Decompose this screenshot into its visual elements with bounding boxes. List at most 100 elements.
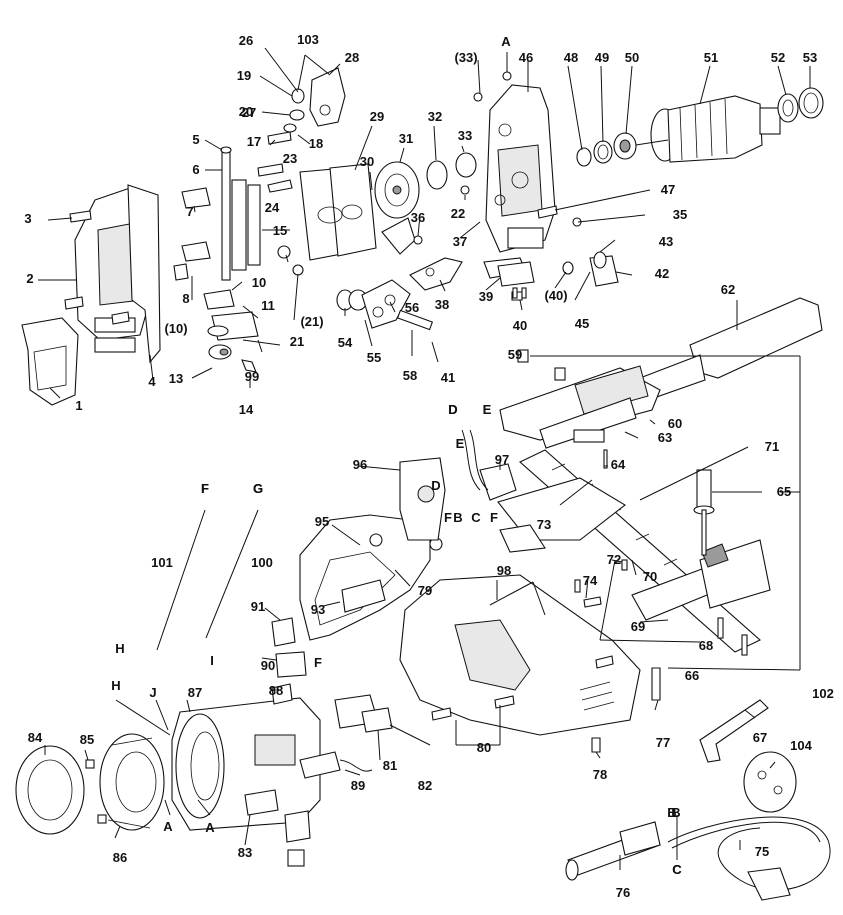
trigger-part-95 <box>399 457 517 541</box>
part-label: 2 <box>26 271 33 286</box>
screws-74-77-79 <box>431 655 661 753</box>
part-label: 18 <box>309 136 323 151</box>
part-label: C <box>672 862 682 877</box>
part-label: 96 <box>353 457 367 472</box>
part-label: A <box>205 820 215 835</box>
part-label: 48 <box>564 50 578 65</box>
part-label: 67 <box>753 730 767 745</box>
bearings-51-52 <box>777 87 824 123</box>
part-label: 53 <box>803 50 817 65</box>
part-label: 72 <box>607 552 621 567</box>
handle-part-91-93 <box>299 514 443 641</box>
part-label: 39 <box>479 289 493 304</box>
part-label: 32 <box>428 109 442 124</box>
part-label: 86 <box>113 850 127 865</box>
part-label: 15 <box>273 223 287 238</box>
part-label: 88 <box>269 683 283 698</box>
end-cap-part-83 <box>15 745 85 835</box>
part-label: B <box>453 510 462 525</box>
part-label: C <box>471 510 481 525</box>
brushes-84-87-89-90 <box>85 617 307 824</box>
part-label: 82 <box>418 778 432 793</box>
part-label: F <box>490 510 498 525</box>
part-label: I <box>210 653 214 668</box>
part-label: 73 <box>537 517 551 532</box>
part-label: 21 <box>290 334 304 349</box>
part-label: 90 <box>261 658 275 673</box>
spring-part-96-cable <box>461 429 489 491</box>
power-cord-part-75 <box>667 816 831 901</box>
part-label: 81 <box>383 758 397 773</box>
part-label: 52 <box>771 50 785 65</box>
part-label: 93 <box>311 602 325 617</box>
part-label: 89 <box>351 778 365 793</box>
part-label: D <box>448 402 457 417</box>
part-label: 98 <box>497 563 511 578</box>
part-label: D <box>448 402 457 417</box>
part-label: 5 <box>192 132 199 147</box>
part-label: 49 <box>595 50 609 65</box>
part-label: 41 <box>441 370 455 385</box>
part-label: E <box>483 402 492 417</box>
part-label: 77 <box>656 735 670 750</box>
part-label: 58 <box>403 368 417 383</box>
leader-lines <box>38 47 811 870</box>
part-label: 59 <box>508 347 522 362</box>
blade-holder-plates-28 <box>299 163 377 261</box>
part-label: 83 <box>238 845 252 860</box>
part-label: 24 <box>265 200 280 215</box>
part-label: 30 <box>360 154 374 169</box>
part-label: G <box>253 481 263 496</box>
part-label: 71 <box>765 439 779 454</box>
part-label: E <box>456 436 465 451</box>
guide-blocks-7-8 <box>173 187 259 373</box>
part-label: F <box>201 481 209 496</box>
part-label: 4 <box>148 374 156 389</box>
part-label: 23 <box>283 151 297 166</box>
part-label: 54 <box>338 335 353 350</box>
part-label: H <box>111 678 120 693</box>
part-label: 26 <box>239 33 253 48</box>
part-label: 47 <box>661 182 675 197</box>
part-label: (21) <box>300 314 323 329</box>
part-label: 50 <box>625 50 639 65</box>
part-label: 35 <box>673 207 687 222</box>
part-label: 76 <box>616 885 630 900</box>
part-label: 97 <box>495 452 509 467</box>
part-label: 14 <box>239 402 254 417</box>
part-label: 6 <box>192 162 199 177</box>
part-label: 29 <box>370 109 384 124</box>
gear-housing-part-45 <box>485 84 556 253</box>
part-label: 28 <box>345 50 359 65</box>
part-label: B <box>667 805 676 820</box>
part-label: 20 <box>239 104 253 119</box>
part-label: F <box>201 481 209 496</box>
part-label: 8 <box>182 291 189 306</box>
part-label: 10 <box>252 275 266 290</box>
dust-hose-part-60 <box>639 297 823 401</box>
part-label: J <box>149 685 156 700</box>
gear-part-30 <box>374 152 477 255</box>
part-label: 1 <box>75 398 82 413</box>
part-label: F <box>444 510 452 525</box>
cables-99-100 <box>156 509 259 651</box>
part-label: 95 <box>315 514 329 529</box>
part-label: A <box>501 34 511 49</box>
part-label: 63 <box>658 430 672 445</box>
part-label: E <box>483 402 492 417</box>
part-label: 42 <box>655 266 669 281</box>
part-label: 69 <box>631 619 645 634</box>
side-plate-part-4 <box>127 184 161 364</box>
part-label: 104 <box>790 738 812 753</box>
part-label: 75 <box>755 844 769 859</box>
part-label: 27 <box>242 105 256 120</box>
switch-part-41 <box>497 251 619 299</box>
part-label: 60 <box>668 416 682 431</box>
fence-foot-part-68 <box>631 539 771 621</box>
part-label: 19 <box>237 68 251 83</box>
part-label: 33 <box>458 128 472 143</box>
part-label: 80 <box>477 740 491 755</box>
part-label: 56 <box>405 300 419 315</box>
